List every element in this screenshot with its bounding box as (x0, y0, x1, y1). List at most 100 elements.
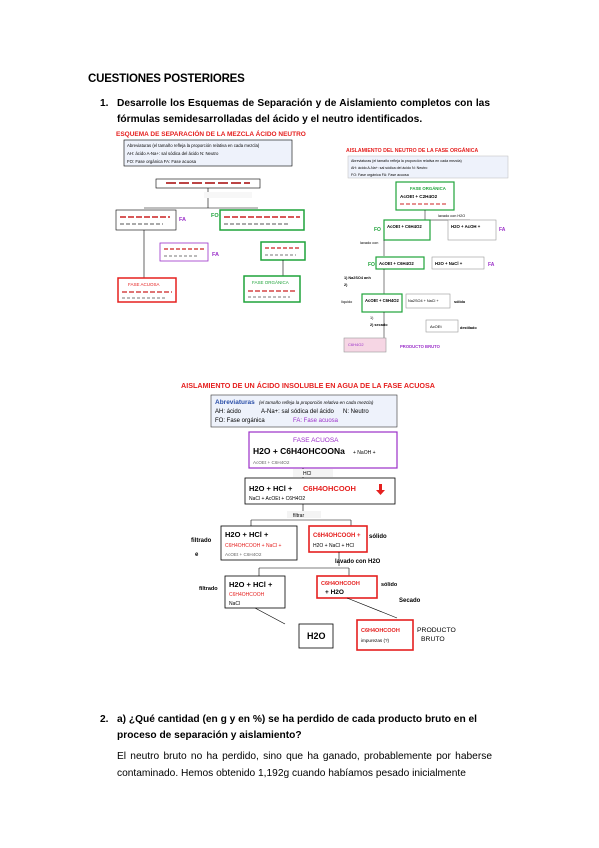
acid-hcl-tag (293, 469, 333, 477)
acid-dry-label: Secado (399, 598, 421, 604)
acid-box-1-extra2: AcOEt + C6H4O2 (253, 460, 290, 465)
acid-legend-neutral: N: Neutro (343, 409, 369, 415)
acid-legend-fa: FA: Fase acuosa (293, 418, 339, 424)
neutral-fo-label-2: FO (368, 262, 375, 268)
neutral-fa1-formula: H2O + AcOH + (451, 224, 481, 229)
acid-legend-salt: A-Na+: sal sódica del ácido (261, 409, 335, 415)
acid-box-3 (220, 525, 298, 561)
neutral-top-box-formula: AcOEt + C2H4O2 (400, 194, 438, 199)
neutral-fa1-box (447, 219, 497, 241)
separation-fo-label-1: FO (211, 213, 219, 219)
neutral-liquid-box (361, 293, 403, 313)
separation-fo-box (219, 209, 305, 231)
neutral-solid-formula: Na2SO4 + NaCl + (408, 299, 439, 303)
acid-e-label: e (195, 552, 199, 558)
separation-fa-box (115, 209, 177, 231)
acid-box-6-formula: C6H4OHCOOH (321, 581, 360, 587)
neutral-solid-box (405, 293, 451, 309)
neutral-wash-label: lavado con H2O (438, 214, 465, 218)
neutral-product-label: PRODUCTO BRUTO (400, 344, 441, 349)
acid-arrow-4 (254, 607, 286, 625)
separation-legend-box (123, 139, 293, 167)
acid-box-7-label: H2O (307, 631, 326, 641)
separation-fa-label-1: FA (179, 217, 186, 223)
neutral-acoet-box (425, 319, 459, 333)
acid-legend-box (210, 394, 398, 428)
question-1-number: 1. (100, 98, 109, 109)
acid-arrow-5 (346, 597, 398, 619)
neutral-fo-label-1: FO (374, 227, 381, 233)
neutral-fa-label-2: FA (488, 262, 495, 268)
separation-fa2-box (159, 242, 209, 262)
acid-box-7 (298, 623, 334, 649)
neutral-step-2: 2) (344, 283, 348, 287)
acid-box-8-line-2: impurezas (?) (361, 638, 390, 643)
neutral-legend-box (347, 155, 509, 179)
neutral-fa2-box (431, 256, 485, 270)
acid-box-1-formula: H2O + C6H4OHCOONa (253, 446, 345, 456)
acid-legend-ah: AH: ácido (215, 409, 242, 415)
neutral-acoet-label: AcOEt (430, 324, 442, 329)
acid-box-4-line-2: H2O + NaCl + HCl (313, 543, 354, 549)
neutral-step-4: 2) secado (370, 323, 388, 327)
neutral-legend-line-3: FO: Fase orgánica FA: Fase acuosa (351, 173, 409, 177)
acid-box-4 (308, 525, 368, 553)
neutral-fo2-box (375, 256, 425, 270)
acid-box-2 (244, 477, 396, 505)
acid-box-5-line-2: C6H4OHCOOH (229, 592, 265, 598)
acid-box-2-formula-a: H2O + HCl + (249, 484, 293, 493)
separation-legend-line-3: FO: Fase orgánica FA: Fase acuosa (127, 159, 197, 164)
acid-isolation-diagram: AISLAMIENTO DE UN ÁCIDO INSOLUBLE EN AGU… (181, 381, 456, 651)
acid-box-1-extra: + NaOH + (353, 450, 376, 456)
acid-legend-title: Abreviaturas (215, 399, 255, 406)
neutral-fo1-formula: AcOEt + C6H4O2 (387, 224, 422, 229)
acid-wash-label: lavado con H2O (335, 559, 381, 565)
acid-solid-label-2: sólido (381, 582, 398, 588)
separation-organic-title: FASE ORGÁNICA (252, 279, 289, 285)
neutral-isolation-diagram: AISLAMIENTO DEL NEUTRO DE LA FASE ORGÁNI… (340, 140, 515, 355)
neutral-distillate-label: destilado (460, 326, 477, 330)
separation-reagent-label (204, 192, 252, 198)
acid-box-2-formula-b: C6H4OHCOOH (303, 484, 356, 493)
acid-box-2-extra: NaCl + AcOEt + C6H4O2 (249, 496, 305, 502)
acid-box-6-line-2: + H2O (325, 589, 344, 596)
acid-box-5-formula: H2O + HCl + (229, 580, 273, 589)
separation-fo2-box (260, 241, 306, 261)
acid-filtrate-label-2: filtrado (199, 586, 218, 592)
neutral-step-1: 1) Na2SO4 anh (344, 276, 371, 280)
neutral-solid-label: sólido (454, 300, 466, 304)
separation-organic-box (243, 275, 301, 303)
separation-aqueous-title: FASE ACUOSA (128, 282, 160, 287)
neutral-liquid-label: líquido (341, 300, 352, 304)
neutral-wash2-label: lavado con (360, 241, 378, 245)
acid-filtrate-label: filtrado (191, 538, 212, 544)
neutral-legend-line-1: Abreviaturas (el tamaño refleja la propo… (351, 159, 462, 163)
neutral-final-formula: C6H4O2 (348, 342, 364, 347)
acid-filter-tag (287, 511, 321, 518)
neutral-liquid-formula: AcOEt + C6H4O2 (365, 298, 400, 303)
acid-box-8 (356, 619, 414, 651)
acid-bruto-label: BRUTO (421, 636, 445, 643)
acid-filter-label: filtrar (293, 513, 304, 519)
neutral-top-box-title: FASE ORGÁNICA (410, 186, 446, 191)
acid-hcl-label: HCl (303, 471, 311, 477)
question-2-number: 2. (100, 714, 109, 725)
neutral-final-box (343, 337, 387, 353)
acid-title: AISLAMIENTO DE UN ÁCIDO INSOLUBLE EN AGU… (181, 381, 435, 390)
acid-box-5-line-3: NaCl (229, 601, 240, 607)
neutral-step-3: 1) (370, 316, 374, 320)
acid-box-5 (224, 575, 286, 609)
acid-box-1 (248, 431, 398, 469)
question-1-text: Desarrolle los Esquemas de Separación y … (117, 98, 490, 125)
acid-product-label: PRODUCTO (417, 627, 456, 634)
answer-paragraph: El neutro bruto no ha perdido, sino que … (117, 751, 492, 779)
question-2-text: a) ¿Qué cantidad (en g y en %) se ha per… (117, 714, 478, 741)
acid-solid-label-1: sólido (369, 534, 387, 540)
acid-box-3-formula: H2O + HCl + (225, 530, 269, 539)
question-2: 2. a) ¿Qué cantidad (en g y en %) se ha … (100, 712, 492, 744)
neutral-fa2-formula: H2O + NaCl + (435, 261, 463, 266)
separation-legend-line-2: AH: ácido A-Na+: sal sódica del ácido N:… (127, 151, 219, 156)
acid-box-4-formula: C6H4OHCOOH + (313, 533, 361, 539)
separation-scheme-diagram: ESQUEMA DE SEPARACIÓN DE LA MEZCLA ÁCIDO… (115, 129, 306, 303)
neutral-fo2-formula: AcOEt + C6H4O2 (379, 261, 414, 266)
